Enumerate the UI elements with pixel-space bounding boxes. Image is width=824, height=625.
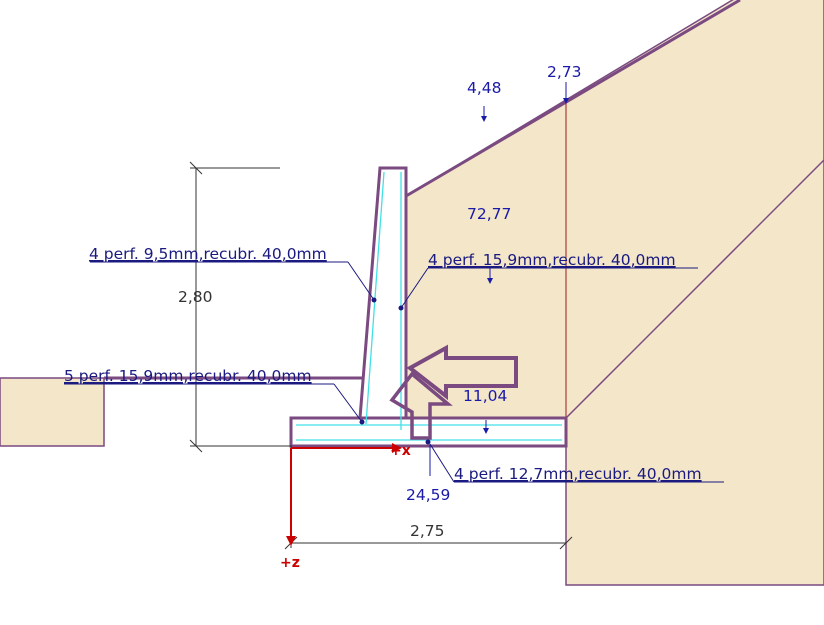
wall-stem: [358, 166, 408, 420]
left-arrow-small-icon: [389, 371, 453, 440]
z-axis-label: +z: [280, 555, 300, 571]
top-right-value: 2,73: [547, 63, 582, 81]
width-dim-right-tick: [559, 536, 573, 550]
leader-stem-back-2: [400, 267, 429, 309]
earth-pressure-value: 72,77: [467, 205, 511, 223]
rebar-label-footing-bottom: 4 perf. 12,7mm,recubr. 40,0mm: [454, 465, 702, 483]
down-arrow-icons: [429, 82, 569, 476]
x-axis-label: +x: [390, 443, 411, 459]
leader-footing-bottom-2: [429, 443, 455, 483]
leader-stem-front-dot: [371, 297, 377, 303]
base-force-value: 24,59: [406, 486, 450, 504]
height-dim-bottom-tick: [189, 439, 203, 453]
rebar-label-stem-back: 4 perf. 15,9mm,recubr. 40,0mm: [428, 251, 676, 269]
coordinate-axes: +x +z: [280, 443, 411, 571]
failure-line: [565, 159, 824, 419]
rebar-leaders: [64, 261, 724, 483]
height-dim-top-tick: [189, 161, 203, 175]
z-axis-arrowhead-icon: [286, 536, 296, 546]
leader-footing-bottom-dot: [425, 439, 431, 445]
front-soil: [0, 377, 105, 447]
down-arrow-icon-1-head: [481, 116, 487, 122]
leader-footing-top-dot: [359, 419, 365, 425]
x-axis-arrowhead-icon: [392, 443, 402, 453]
terrain-line: [405, 0, 741, 198]
leader-stem-front-2: [347, 261, 375, 301]
top-left-value: 4,48: [467, 79, 502, 97]
left-arrow-icon: [406, 344, 518, 401]
load-labels: 4,48 2,73 72,77 11,04 24,59: [406, 63, 582, 504]
rebar-labels: 4 perf. 9,5mm,recubr. 40,0mm 4 perf. 15,…: [64, 245, 702, 483]
footing-load-value: 11,04: [463, 387, 507, 405]
down-arrow-icon-4-head: [483, 428, 489, 434]
wall-height-label: 2,80: [178, 288, 213, 306]
dimension-labels: 2,80 2,75: [178, 288, 445, 540]
footing-width-label: 2,75: [410, 522, 445, 540]
down-arrow-icon-3-head: [487, 278, 493, 284]
rebar-label-stem-front: 4 perf. 9,5mm,recubr. 40,0mm: [89, 245, 327, 263]
rebar-label-footing-top: 5 perf. 15,9mm,recubr. 40,0mm: [64, 367, 312, 385]
leader-footing-top-2: [333, 383, 363, 423]
leader-stem-back-dot: [398, 305, 404, 311]
down-arrow-icon-2-head: [563, 98, 569, 104]
